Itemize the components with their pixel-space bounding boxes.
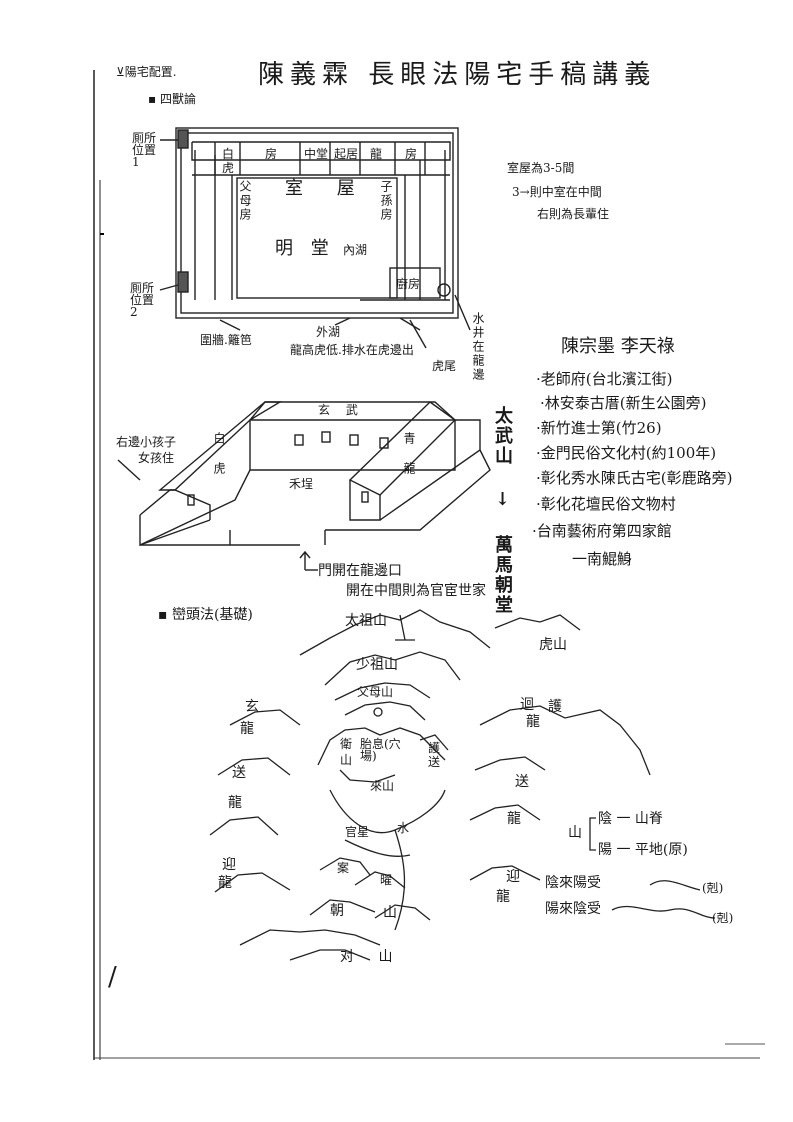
- room-dragon: 龍: [370, 147, 383, 161]
- hall-label: 室 屋: [285, 178, 369, 199]
- ying-left-2: 龍: [218, 875, 232, 891]
- parents-room: 父母房: [238, 180, 252, 222]
- drain-note: 龍高虎低.排水在虎邊出: [290, 343, 414, 357]
- dui-shan: 对 山: [340, 949, 403, 965]
- ying-right-1: 迎: [506, 869, 520, 885]
- page-title: 陳義霖 長眼法陽宅手稿講義: [258, 60, 657, 90]
- gate-note: 門開在龍邊口: [318, 563, 402, 579]
- water-label: 水: [397, 821, 410, 835]
- reference-item: 一南鯤鯓: [572, 550, 633, 568]
- reference-item: ·金門民俗文化村(約100年): [536, 444, 717, 462]
- song-left-1: 送: [232, 765, 246, 781]
- mountain-section-label: ▪ 巒頭法(基礎): [158, 607, 253, 623]
- chao-2: 山: [383, 905, 397, 921]
- outer-lake: 外湖: [316, 325, 341, 339]
- xuanwu-label: 玄 武: [318, 403, 364, 417]
- children-room: 子孫房: [379, 180, 393, 222]
- laishan-label: 來山: [370, 779, 395, 793]
- hui-long-3: 迴: [520, 697, 534, 713]
- reference-item: ·台南藝術府第四家館: [532, 522, 672, 540]
- toilet-position-2: 厠所位置2: [130, 281, 155, 319]
- shaozu-label: 少祖山: [356, 657, 398, 673]
- green-dragon-label: 青 龍: [402, 432, 416, 476]
- hu-song-1: 護: [428, 741, 441, 755]
- references-header: 陳宗墨 李天祿: [561, 336, 675, 357]
- mingtang-label: 明 堂: [275, 238, 335, 259]
- taizu-label: 太祖山: [345, 613, 387, 629]
- hui-long-2: 龍: [526, 714, 540, 730]
- room-living: 起居: [334, 147, 359, 161]
- reference-item: ·彰化花壇民俗文物村: [536, 495, 676, 513]
- wei-shan-2: 山: [340, 753, 353, 767]
- reference-item: ·彰化秀水陳氏古宅(彰鹿路旁): [536, 469, 733, 487]
- page-mark: /: [108, 962, 117, 992]
- reference-item: ·老師府(台北濱江街): [536, 370, 673, 388]
- left-wing-note-2: 女孩住: [138, 451, 175, 465]
- left-wing-note: 右邊小孩子: [116, 435, 177, 449]
- room-middle-hall: 中堂: [304, 147, 329, 161]
- white-tiger-label: 白 虎: [212, 432, 226, 476]
- room-bedroom-r: 房: [405, 147, 418, 161]
- room-tiger: 虎: [222, 161, 235, 175]
- kitchen: 廚房: [396, 277, 421, 291]
- chao-1: 朝: [330, 903, 344, 919]
- taixi-label: 胎息(穴場): [360, 737, 401, 763]
- fence-label: 圍牆.籬笆: [200, 333, 252, 347]
- courtyard-label: 禾埕: [289, 477, 314, 491]
- an-shan: 案: [337, 861, 350, 875]
- section-label: ⊻陽宅配置.: [116, 65, 177, 79]
- tiger-tail: 虎尾: [432, 359, 457, 373]
- well-label: 水井在龍邊: [471, 312, 485, 382]
- tiger-mountain: 虎山: [539, 637, 567, 653]
- song-right-1: 送: [515, 774, 529, 790]
- note-line-2: 3→則中室在中間: [512, 185, 602, 199]
- note-line-1: 室屋為3-5間: [507, 161, 575, 175]
- room-white: 白: [222, 147, 235, 161]
- legend-yin-lai-tag: (剋): [702, 881, 724, 895]
- ying-left-1: 迎: [222, 857, 236, 873]
- wei-shan-1: 衛: [340, 737, 353, 751]
- song-right-2: 龍: [507, 811, 521, 827]
- xuanwu-left-2: 龍: [240, 721, 254, 737]
- gate-note-2: 開在中間則為官宦世家: [346, 583, 486, 599]
- yao-shan: 曜: [380, 873, 393, 887]
- official-star: 官星: [345, 825, 370, 839]
- note-line-3: 右則為長輩住: [537, 207, 610, 221]
- fumu-label: 父母山: [357, 685, 394, 699]
- reference-item: ·新竹進士第(竹26): [536, 419, 662, 437]
- legend-shan: 山: [568, 825, 582, 841]
- room-bedroom-l: 房: [265, 147, 278, 161]
- legend-yang-lai: 陽來陰受: [545, 901, 601, 917]
- song-left-2: 龍: [228, 795, 242, 811]
- hu-song-2: 送: [428, 755, 441, 769]
- hui-long-1: 護: [548, 699, 562, 715]
- vertical-caption: 太武山 ↓ 萬馬朝堂: [492, 406, 513, 615]
- legend-yang-lai-tag: (剋): [712, 911, 734, 925]
- legend-yin-lai: 陰來陽受: [545, 875, 601, 891]
- ying-right-2: 龍: [496, 889, 510, 905]
- reference-item: ·林安泰古厝(新生公園旁): [540, 394, 707, 412]
- subsection-label: ▪ 四獸論: [148, 92, 196, 106]
- xuanwu-left-1: 玄: [245, 699, 259, 715]
- toilet-position-1: 厠所位置1: [132, 131, 157, 169]
- legend-yin: 陰 一 山脊: [598, 811, 663, 827]
- inner-lake: 內湖: [343, 243, 368, 257]
- legend-yang: 陽 一 平地(原): [598, 842, 688, 858]
